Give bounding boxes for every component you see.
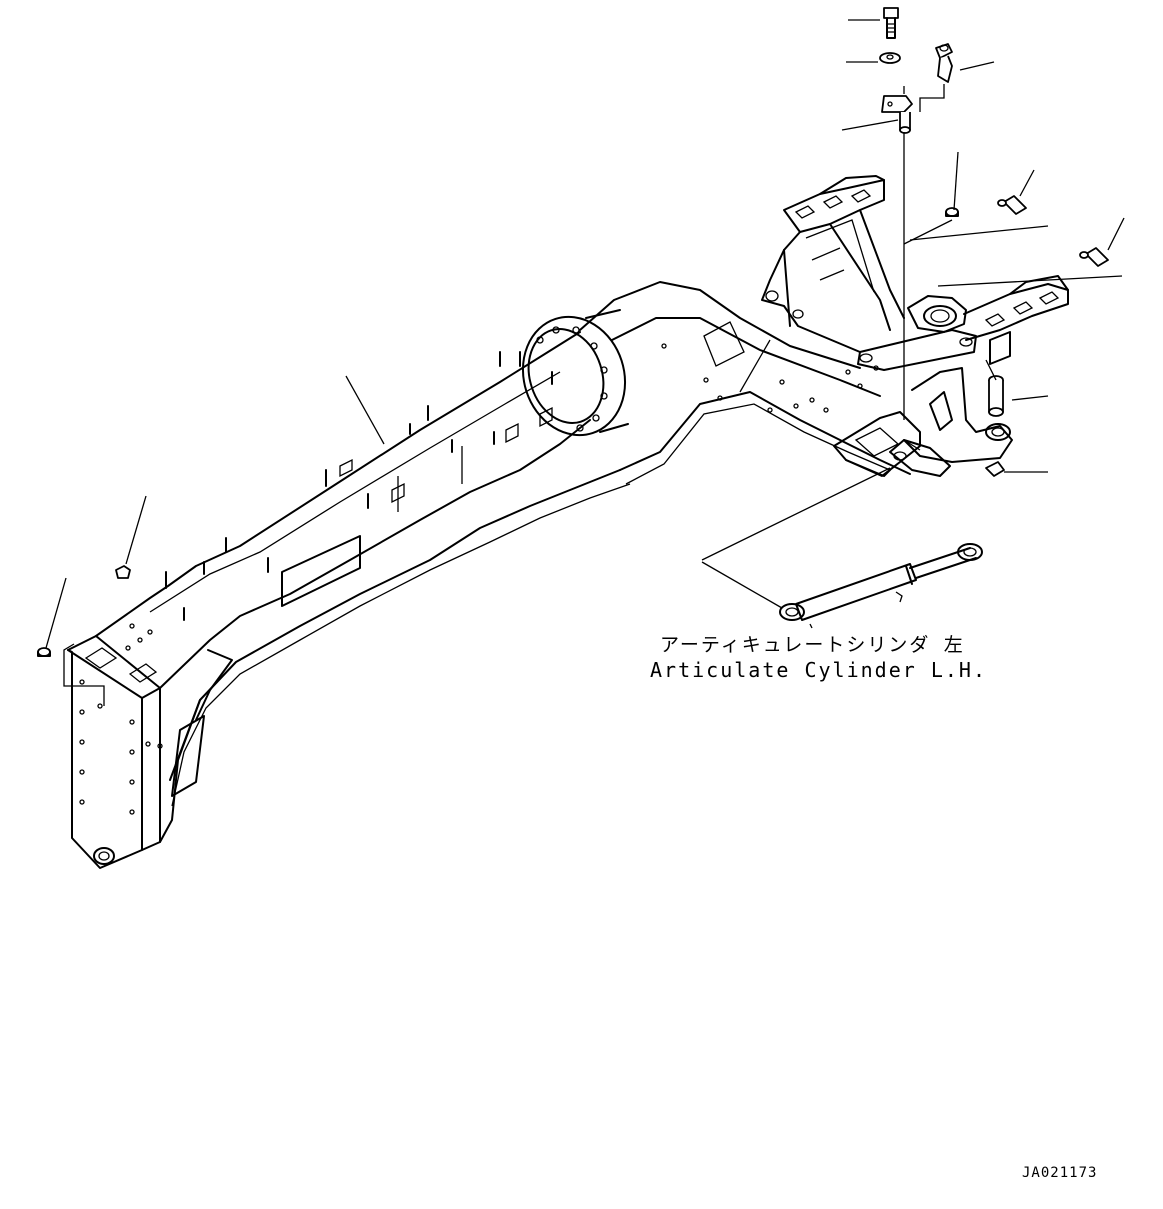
elbow-fitting-icon	[935, 43, 953, 83]
caption-japanese: アーティキュレートシリンダ 左	[660, 634, 965, 656]
grease-fitting-icon	[1079, 247, 1109, 267]
leader-lines	[45, 19, 1125, 706]
grease-fitting-icon	[997, 195, 1027, 215]
drawing-code: JA021173	[1022, 1165, 1097, 1181]
bolt-icon	[883, 7, 899, 39]
washer-icon	[879, 52, 901, 64]
pin-icon	[988, 375, 1004, 417]
boom-frame	[67, 281, 911, 869]
snap-ring-icon	[985, 461, 1005, 477]
caption-english: Articulate Cylinder L.H.	[650, 658, 987, 682]
lock-pin-icon	[881, 95, 913, 134]
nut-icon	[945, 207, 959, 217]
hardware-parts	[37, 7, 1109, 657]
front-frame	[761, 175, 1069, 477]
articulate-cylinder	[779, 543, 983, 629]
plug-icon	[115, 565, 131, 579]
nut-icon	[37, 647, 51, 657]
